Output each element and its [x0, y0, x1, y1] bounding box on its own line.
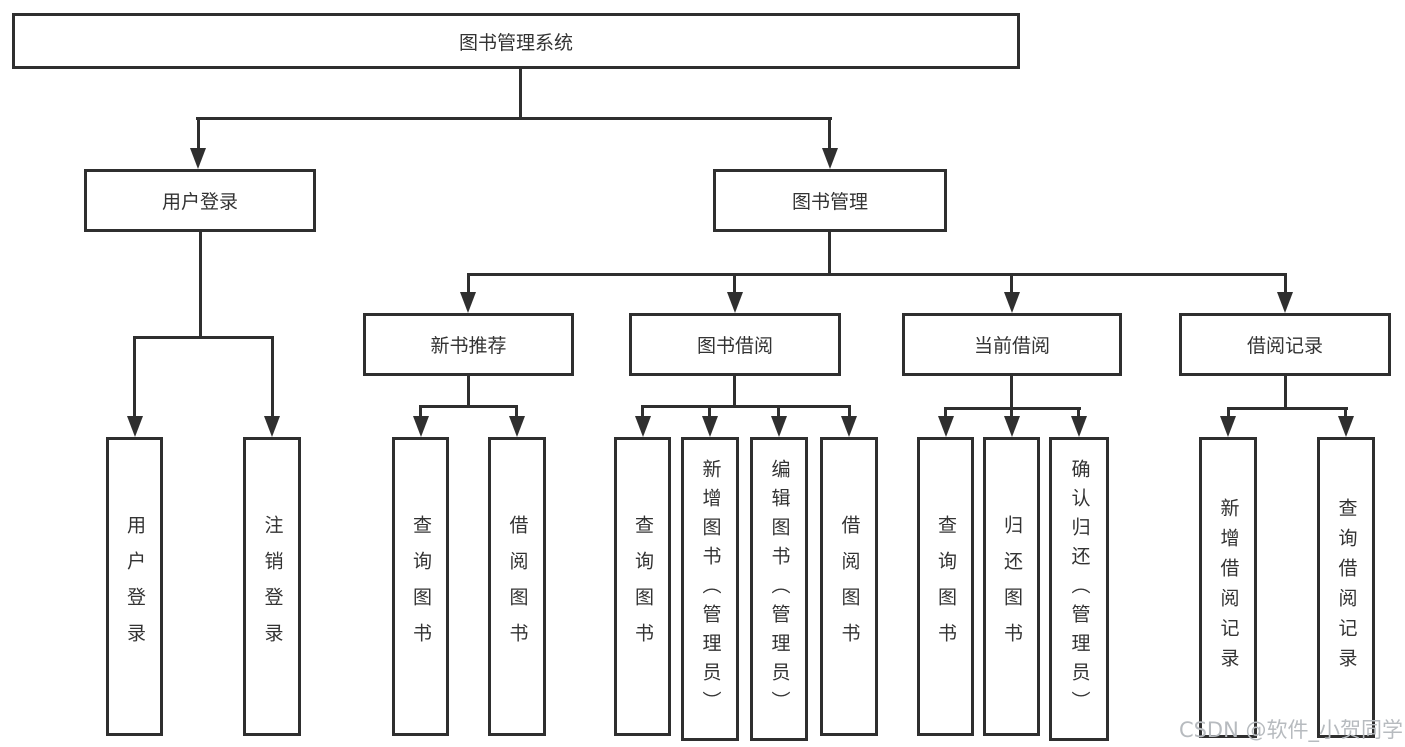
connector-stem-cb-return: [1010, 407, 1013, 417]
arrow-down-br-add: [1220, 416, 1236, 437]
leaf-logout-label: 注销登录: [261, 514, 284, 659]
arrow-down-user-login: [190, 148, 206, 169]
connector-stem-leaf-logout: [271, 336, 274, 417]
leaf-nb-borrow-books-label: 借阅图书: [506, 514, 529, 659]
connector-new-book-hline: [419, 405, 518, 408]
arrow-down-book-borrow: [727, 292, 743, 313]
arrow-down-leaf-login: [127, 416, 143, 437]
arrow-down-leaf-logout: [264, 416, 280, 437]
arrow-down-cb-query: [938, 416, 954, 437]
node-borrow-records-label: 借阅记录: [1246, 335, 1323, 357]
connector-stem-br-add: [1227, 407, 1230, 417]
connector-stem-book-mgmt: [828, 117, 831, 149]
leaf-bb-query-books: 查询图书: [614, 437, 671, 736]
connector-borrow-records-hline: [1227, 407, 1348, 410]
leaf-cb-return-books-label: 归还图书: [1001, 514, 1023, 659]
arrow-down-bb-query: [635, 416, 651, 437]
connector-stem-user-login: [197, 117, 200, 149]
node-new-book-rec-label: 新书推荐: [430, 335, 507, 357]
arrow-down-book-mgmt: [822, 148, 838, 169]
node-book-mgmt-label: 图书管理: [791, 191, 868, 213]
node-new-book-rec: 新书推荐: [363, 313, 574, 376]
leaf-bb-add-books: 新增图书（管理员）: [681, 437, 739, 741]
node-current-borrow: 当前借阅: [902, 313, 1122, 376]
arrow-down-cb-return: [1004, 416, 1020, 437]
node-root-label: 图书管理系统: [458, 31, 573, 54]
connector-level1-hline: [196, 117, 832, 120]
connector-stem-bb-edit: [777, 405, 780, 417]
leaf-nb-borrow-books: 借阅图书: [488, 437, 546, 736]
connector-book-borrow-hline: [642, 405, 851, 408]
node-book-borrow-label: 图书借阅: [696, 335, 773, 357]
connector-stem-book-borrow: [733, 273, 736, 293]
connector-current-borrow-stub: [1010, 376, 1013, 407]
leaf-logout: 注销登录: [243, 437, 301, 736]
connector-book-mgmt-stub: [828, 232, 831, 273]
leaf-br-add-record-label: 新增借阅记录: [1217, 497, 1240, 678]
leaf-user-login-label: 用户登录: [124, 514, 146, 659]
leaf-br-query-record: 查询借阅记录: [1317, 437, 1375, 738]
arrow-down-borrow-records: [1277, 292, 1293, 313]
leaf-bb-query-books-label: 查询图书: [632, 514, 654, 659]
node-borrow-records: 借阅记录: [1179, 313, 1391, 376]
connector-stem-bb-borrow: [848, 405, 851, 417]
arrow-down-br-query: [1338, 416, 1354, 437]
arrow-down-bb-add: [702, 416, 718, 437]
connector-stem-new-book: [467, 273, 470, 293]
arrow-down-cb-confirm: [1071, 416, 1087, 437]
connector-stem-br-query: [1344, 407, 1347, 417]
arrow-down-nb-query: [413, 416, 429, 437]
node-book-borrow: 图书借阅: [629, 313, 841, 376]
connector-stem-nb-query: [419, 405, 422, 417]
arrow-down-nb-borrow: [509, 416, 525, 437]
connector-user-login-hline: [133, 336, 274, 339]
arrow-down-bb-borrow: [841, 416, 857, 437]
leaf-bb-add-books-label: 新增图书（管理员）: [699, 458, 722, 720]
connector-stem-bb-query: [641, 405, 644, 417]
leaf-nb-query-books-label: 查询图书: [410, 514, 432, 659]
leaf-bb-edit-books-label: 编辑图书（管理员）: [768, 458, 791, 720]
leaf-bb-borrow-books: 借阅图书: [820, 437, 878, 736]
connector-stem-bb-add: [708, 405, 711, 417]
connector-level3-hline: [467, 273, 1287, 276]
leaf-br-add-record: 新增借阅记录: [1199, 437, 1257, 738]
connector-stem-leaf-login: [133, 336, 136, 417]
connector-root-stub: [519, 67, 522, 120]
connector-book-borrow-stub: [733, 376, 736, 405]
csdn-watermark: CSDN @软件_小贺同学: [1178, 718, 1403, 742]
arrow-down-current-borrow: [1004, 292, 1020, 313]
connector-user-login-stub: [199, 232, 202, 336]
leaf-cb-return-books: 归还图书: [983, 437, 1040, 736]
leaf-cb-query-books-label: 查询图书: [935, 514, 957, 659]
connector-borrow-records-stub: [1284, 376, 1287, 407]
leaf-nb-query-books: 查询图书: [392, 437, 449, 736]
node-current-borrow-label: 当前借阅: [973, 335, 1050, 357]
connector-stem-cb-query: [944, 407, 947, 417]
connector-new-book-stub: [467, 376, 470, 405]
node-user-login: 用户登录: [84, 169, 316, 232]
connector-stem-cb-confirm: [1077, 407, 1080, 417]
leaf-bb-borrow-books-label: 借阅图书: [838, 514, 861, 659]
leaf-user-login: 用户登录: [106, 437, 163, 736]
arrow-down-bb-edit: [771, 416, 787, 437]
arrow-down-new-book: [460, 292, 476, 313]
leaf-bb-edit-books: 编辑图书（管理员）: [750, 437, 808, 741]
connector-stem-borrow-records: [1284, 273, 1287, 293]
connector-current-borrow-hline: [945, 407, 1081, 410]
node-book-mgmt: 图书管理: [713, 169, 947, 232]
connector-stem-nb-borrow: [515, 405, 518, 417]
leaf-cb-confirm-return: 确认归还（管理员）: [1049, 437, 1109, 741]
leaf-cb-confirm-return-label: 确认归还（管理员）: [1068, 458, 1091, 720]
connector-stem-current-borrow: [1010, 273, 1013, 293]
leaf-br-query-record-label: 查询借阅记录: [1335, 497, 1358, 678]
node-user-login-label: 用户登录: [161, 191, 238, 213]
node-root: 图书管理系统: [12, 13, 1020, 69]
leaf-cb-query-books: 查询图书: [917, 437, 974, 736]
